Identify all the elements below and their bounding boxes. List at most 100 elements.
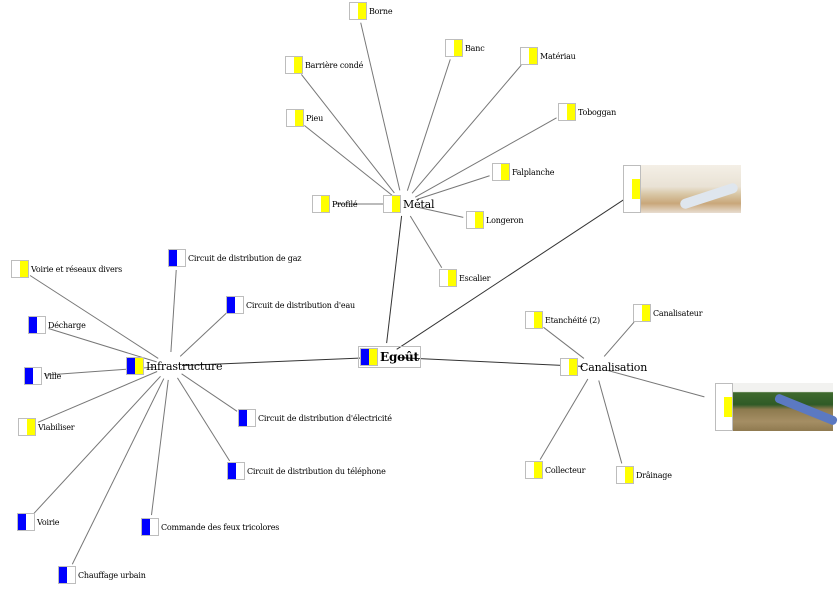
node-falplanche[interactable]: Falplanche [492,163,555,181]
node-label: Viabiliser [38,422,75,432]
node-pieu[interactable]: Pieu [286,109,323,127]
node-type-icon [492,163,510,181]
node-type-icon [383,195,401,213]
edge-metal-longeron [416,206,464,218]
node-profile[interactable]: Profilé [312,195,358,213]
node-type-icon [238,409,256,427]
node-type-icon [439,269,457,287]
node-decharge[interactable]: Décharge [28,316,86,334]
node-type-icon [285,56,303,74]
edge-infrastructure-chauffage [71,378,165,565]
edge-canalisation-canalisateur [603,321,635,357]
node-label: Borne [369,6,393,16]
node-type-icon [715,383,733,431]
node-type-icon [623,165,641,213]
node-type-icon [466,211,484,229]
edge-egout-metal [386,215,403,344]
node-canalisateur[interactable]: Canalisateur [633,304,703,322]
node-egout[interactable]: Egoût [358,346,421,368]
node-banc[interactable]: Banc [445,39,485,57]
pipe-trench-construction-photo [733,383,833,431]
image-node-img-canal[interactable] [715,383,833,431]
edge-metal-escalier [409,215,443,269]
edge-metal-materiau [411,64,522,194]
node-label: Circuit de distribution de gaz [188,253,302,263]
node-type-icon [168,249,186,267]
node-label: Collecteur [545,465,586,475]
node-voirie-reseaux[interactable]: Voirie et réseaux divers [11,260,122,278]
node-voirie[interactable]: Voirie [17,513,60,531]
node-collecteur[interactable]: Collecteur [525,461,585,479]
node-type-icon [616,466,634,484]
node-type-icon [141,518,159,536]
node-electricite[interactable]: Circuit de distribution d'électricité [238,409,392,427]
edge-infrastructure-telephone [177,377,231,462]
node-label: Voirie et réseaux divers [31,264,123,274]
edge-infrastructure-voirie [33,375,161,514]
node-type-icon [525,311,543,329]
node-label: Egoût [380,350,419,364]
node-eau[interactable]: Circuit de distribution d'eau [226,296,355,314]
node-type-icon [312,195,330,213]
node-label: Circuit de distribution d'eau [246,300,355,310]
node-viabiliser[interactable]: Viabiliser [18,418,75,436]
node-type-icon [11,260,29,278]
node-type-icon [28,316,46,334]
edge-metal-falplanche [416,175,490,201]
node-label: Décharge [48,320,86,330]
node-label: Drâinage [636,470,672,480]
node-longeron[interactable]: Longeron [466,211,524,229]
node-type-icon [560,358,578,376]
edge-metal-pieu [304,125,393,196]
node-escalier[interactable]: Escalier [439,269,490,287]
node-ville[interactable]: Ville [24,367,61,385]
edge-metal-borne [360,22,401,191]
node-label: Canalisation [580,360,648,374]
node-type-icon [525,461,543,479]
node-barriere[interactable]: Barrière condé [285,56,363,74]
node-type-icon [349,2,367,20]
node-label: Barrière condé [305,60,364,70]
edge-infrastructure-electricite [181,373,238,412]
node-type-icon [226,296,244,314]
node-canalisation[interactable]: Canalisation [560,358,647,376]
node-label: Profilé [332,199,358,209]
node-telephone[interactable]: Circuit de distribution du téléphone [227,462,386,480]
edge-infrastructure-gaz [170,269,177,353]
node-label: Canalisateur [653,308,703,318]
edge-canalisation-collecteur [539,378,589,460]
node-label: Toboggan [578,107,617,117]
node-chauffage[interactable]: Chauffage urbain [58,566,146,584]
edge-metal-toboggan [414,117,557,198]
node-gaz[interactable]: Circuit de distribution de gaz [168,249,302,267]
node-borne[interactable]: Borne [349,2,393,20]
node-label: Commande des feux tricolores [161,522,280,532]
node-type-icon [24,367,42,385]
node-etancheite[interactable]: Etanchéité (2) [525,311,600,329]
node-type-icon [360,348,378,366]
node-label: Etanchéité (2) [545,315,600,325]
node-label: Circuit de distribution du téléphone [247,466,386,476]
node-label: Pieu [306,113,324,123]
node-toboggan[interactable]: Toboggan [558,103,616,121]
edge-infrastructure-feux [150,379,169,516]
node-infrastructure[interactable]: Infrastructure [126,357,223,375]
node-metal[interactable]: Métal [383,195,434,213]
node-feux[interactable]: Commande des feux tricolores [141,518,279,536]
node-type-icon [227,462,245,480]
image-node-img-egout[interactable] [623,165,741,213]
node-label: Banc [465,43,485,53]
node-materiau[interactable]: Matériau [520,47,576,65]
node-label: Longeron [486,215,524,225]
node-drainage[interactable]: Drâinage [616,466,672,484]
edge-metal-barriere [301,74,395,194]
node-type-icon [126,357,144,375]
edge-canalisation-etancheite [543,326,585,359]
node-type-icon [18,418,36,436]
node-type-icon [58,566,76,584]
edge-egout-infrastructure [181,357,372,366]
node-label: Falplanche [512,167,555,177]
node-label: Voirie [37,517,60,527]
node-label: Escalier [459,273,491,283]
node-label: Chauffage urbain [78,570,146,580]
